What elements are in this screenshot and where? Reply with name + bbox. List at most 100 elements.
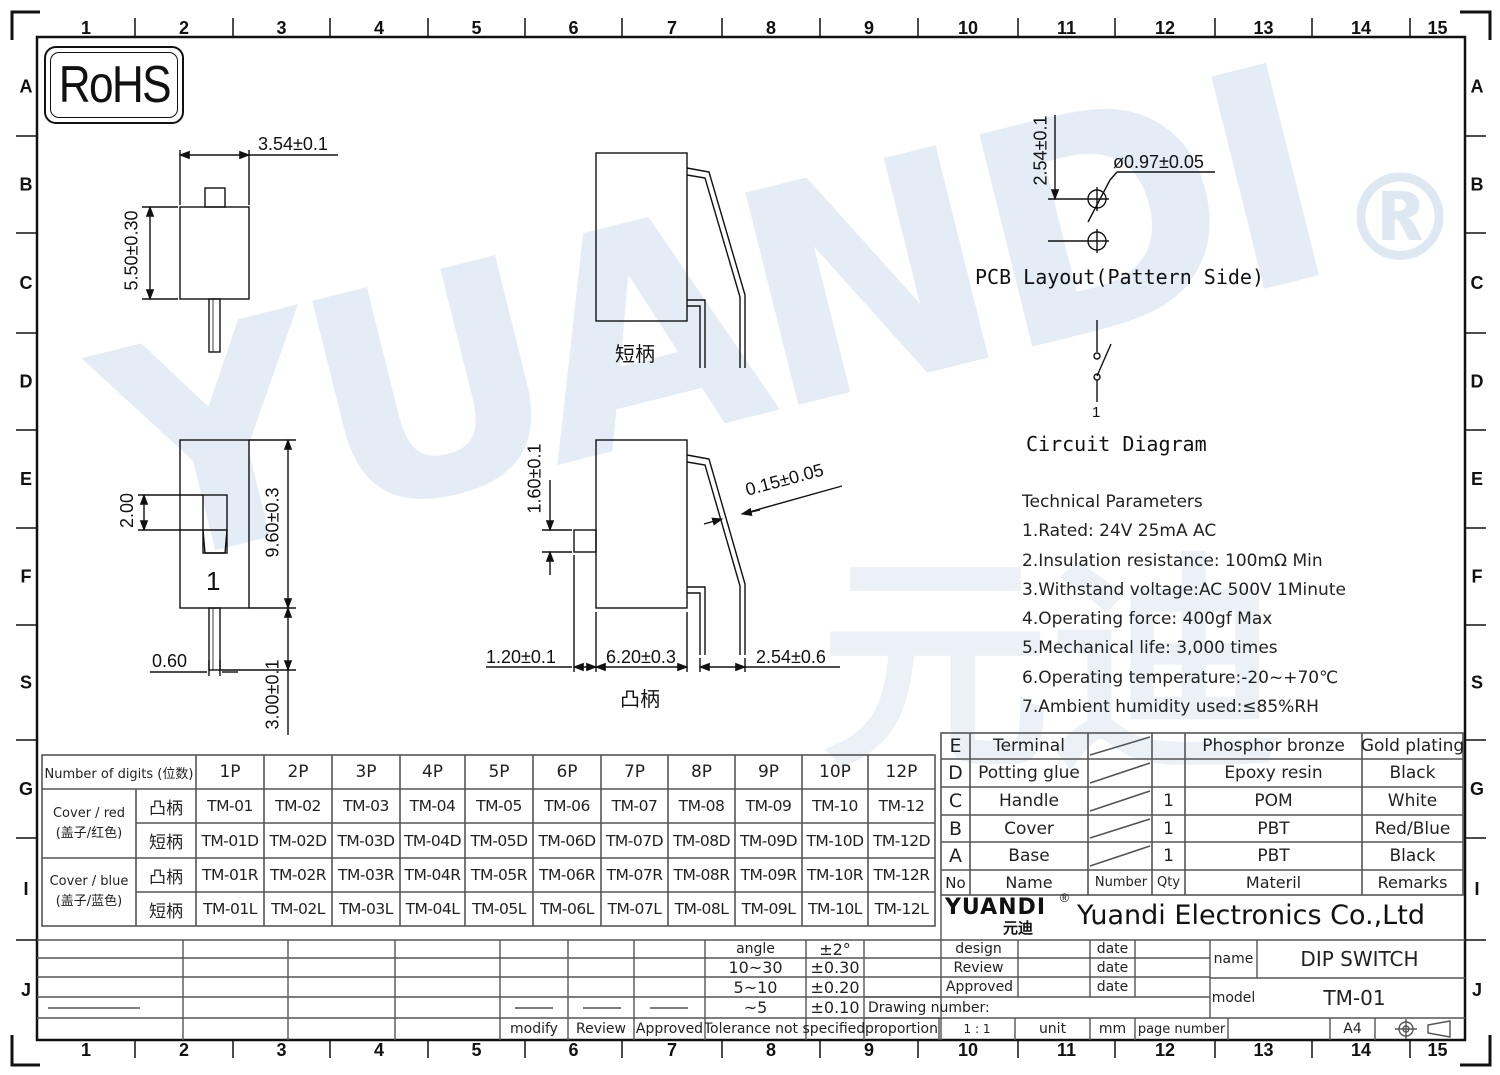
frame-row-letter: B	[20, 175, 33, 195]
model-number-cell: TM-08L	[674, 900, 729, 918]
frame-row-letter: F	[21, 567, 32, 587]
frame-row-letter: F	[1472, 567, 1483, 587]
frame-column-number: 9	[864, 1040, 874, 1060]
frame-column-number: 3	[276, 1040, 286, 1060]
rohs-badge: RoHS	[44, 46, 184, 124]
circuit-diagram-caption: Circuit Diagram	[1026, 432, 1207, 456]
model-number-cell: TM-07D	[605, 831, 664, 850]
model-number-cell: TM-05D	[470, 831, 528, 850]
frame-column-number: 6	[568, 1040, 578, 1060]
modify-label: modify	[510, 1021, 558, 1037]
frame-row-letter: B	[1471, 175, 1484, 195]
frame-column-number: 14	[1351, 18, 1371, 38]
frame-column-number: 12	[1155, 1040, 1175, 1060]
model-number-cell: TM-03L	[339, 900, 393, 918]
model-number-cell: TM-05R	[471, 866, 527, 884]
frame-row-letter: A	[20, 77, 33, 97]
frame-column-number: 6	[568, 18, 578, 38]
product-name-value: DIP SWITCH	[1300, 947, 1419, 971]
cover-group-label-line: Cover / red	[52, 805, 126, 821]
model-number-cell: TM-04	[409, 797, 456, 815]
unit-value: mm	[1098, 1021, 1127, 1037]
tolerance-range: ~5	[743, 998, 768, 1017]
handle-type-label: 短柄	[149, 901, 183, 922]
frame-column-number: 13	[1253, 1040, 1273, 1060]
model-number-cell: TM-12D	[872, 831, 931, 850]
model-number-cell: TM-06R	[539, 866, 595, 884]
bom-item-remarks: Gold plating	[1362, 736, 1463, 756]
frame-row-letter: J	[1472, 980, 1482, 1000]
name-label: name	[1213, 951, 1254, 967]
model-number-cell: TM-06	[544, 797, 590, 815]
frame-row-letter: C	[20, 273, 33, 293]
model-number-cell: TM-05	[476, 797, 522, 815]
bom-item-name: Handle	[999, 791, 1059, 811]
bom-item-material: Phosphor bronze	[1202, 736, 1345, 756]
brand-logo-cjk: 元迪	[1003, 919, 1034, 937]
frame-column-number: 5	[471, 1040, 481, 1060]
dim-height-960: 9.60±0.3	[262, 487, 283, 558]
position-header: 6P	[556, 762, 578, 782]
bom-item-id: E	[949, 735, 962, 757]
drawing-number-label: Drawing number:	[868, 1000, 990, 1016]
model-number-cell: TM-01D	[201, 831, 259, 850]
frame-column-number: 13	[1253, 18, 1273, 38]
model-number-cell: TM-12L	[874, 900, 929, 918]
frame-column-number: 5	[471, 18, 481, 38]
cover-group-label-line: Cover / blue	[49, 874, 129, 889]
brand-logo: YUANDI 元迪 ®	[945, 891, 1069, 940]
dim-width-060: 0.60	[152, 651, 188, 671]
model-number-cell: TM-02	[275, 797, 321, 815]
model-number-cell: TM-10D	[806, 831, 864, 850]
frame-column-number: 1	[81, 1040, 91, 1060]
bom-header-material: Materil	[1245, 873, 1302, 892]
unit-label: unit	[1038, 1021, 1067, 1037]
date-label: date	[1096, 959, 1129, 976]
frame-column-number: 7	[667, 18, 677, 38]
short-handle-label: 短柄	[615, 342, 655, 366]
model-value: TM-01	[1323, 986, 1386, 1010]
bom-item-name: Potting glue	[978, 763, 1080, 783]
bom-item-name: Base	[1008, 846, 1050, 866]
position-header: 9P	[757, 762, 780, 782]
frame-row-letter: G	[1470, 779, 1484, 799]
bom-item-remarks: Black	[1389, 763, 1436, 783]
frame-row-letter: S	[1471, 673, 1483, 693]
parameter-item: 5.Mechanical life: 3,000 times	[1022, 638, 1278, 659]
dim-height-160: 1.60±0.1	[524, 443, 545, 514]
dim-pitch-254: 2.54±0.1	[1030, 115, 1051, 186]
model-number-cell: TM-08	[678, 797, 725, 815]
brand-registered-mark: ®	[1060, 891, 1069, 905]
bom-item-qty: 1	[1163, 818, 1174, 839]
model-number-cell: TM-07	[611, 797, 658, 815]
tolerance-value: ±0.20	[810, 977, 860, 997]
model-number-cell: TM-03	[343, 797, 389, 815]
frame-column-number: 12	[1155, 18, 1175, 38]
model-label: model	[1211, 990, 1256, 1006]
company-name: Yuandi Electronics Co.,Ltd	[1077, 900, 1425, 931]
frame-row-letter: D	[1471, 372, 1484, 392]
page-number-label: page number	[1137, 1021, 1226, 1037]
bom-item-material: PBT	[1257, 846, 1290, 866]
parameter-item: 7.Ambient humidity used:≤85%RH	[1022, 697, 1319, 718]
position-header: 7P	[623, 762, 646, 782]
dim-width-354: 3.54±0.1	[258, 134, 328, 154]
frame-row-letter: G	[19, 779, 33, 799]
position-header: 2P	[287, 762, 309, 782]
model-number-cell: TM-06L	[540, 900, 594, 918]
model-number-cell: TM-01	[207, 797, 253, 815]
paper-size: A4	[1343, 1021, 1362, 1037]
date-label: date	[1096, 941, 1129, 957]
handle-type-label: 凸柄	[149, 867, 183, 888]
model-number-cell: TM-01L	[203, 900, 257, 918]
position-header: 5P	[488, 762, 510, 782]
model-number-cell: TM-09D	[739, 831, 798, 850]
model-number-cell: TM-02L	[271, 900, 325, 918]
model-number-cell: TM-05L	[472, 900, 526, 918]
bom-item-material: PBT	[1257, 818, 1290, 839]
bom-item-remarks: Black	[1389, 846, 1436, 866]
frame-column-number: 15	[1427, 1040, 1447, 1060]
review-label: Review	[953, 959, 1004, 976]
frame-row-letter: D	[20, 372, 33, 392]
